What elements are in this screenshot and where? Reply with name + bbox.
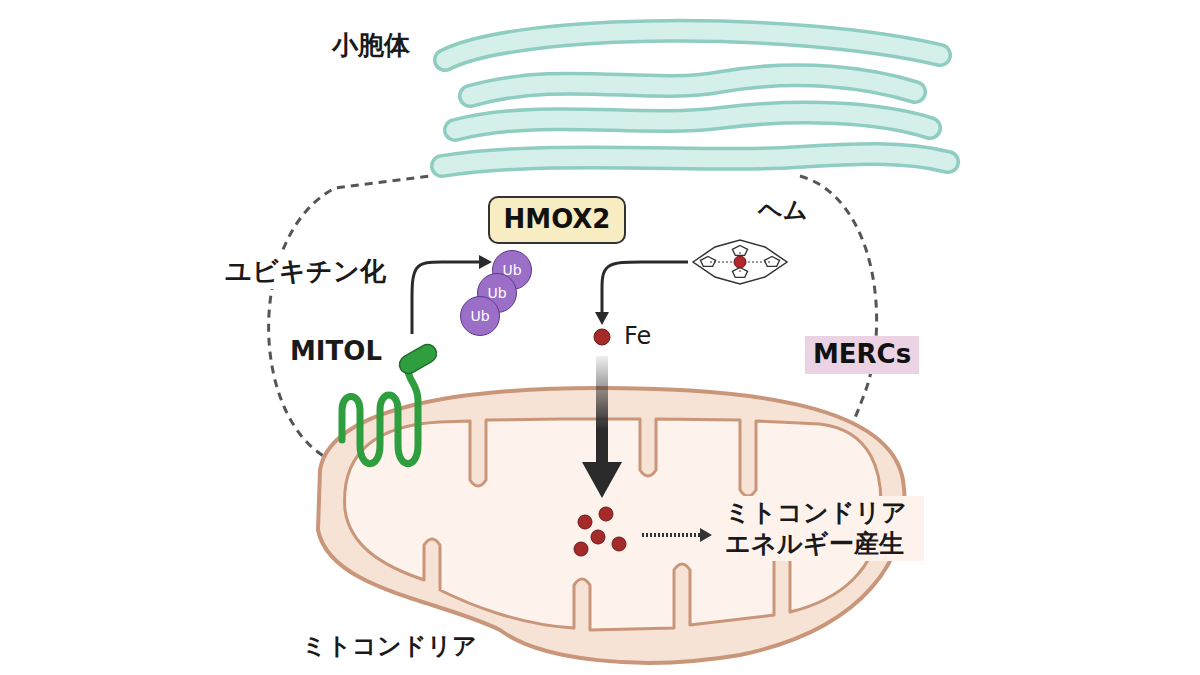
protein-box: HMOX2 [488,196,627,243]
dotted-arrow-head [700,528,712,542]
node-text: Ub [487,285,506,302]
node-text: MERCs [813,339,911,370]
er-cisterna-lumen [442,154,948,166]
mitol-protein: MITOL [270,334,455,474]
er-cisterna-lumen [470,75,915,96]
iron-dot [594,329,610,345]
process-label: ユビキチン化 [222,254,389,289]
er-cisterna [445,31,940,60]
node-text: ヘム [758,196,808,225]
heme-molecule: ヘム [688,196,800,288]
er-cisterna [455,113,930,130]
connector-arrow [596,356,608,462]
outcome-label: ミトコンドリア エネルギー産生 [722,496,924,561]
connector-arrow [602,262,688,312]
node-text: HMOX2 [504,204,611,235]
node-text: Ub [470,308,489,325]
er-cisterna [442,154,948,166]
dotted-arrow [642,533,700,537]
node-text: Fe [624,322,651,351]
iron-dot [612,537,626,551]
ubiquitin-circle: Ub [460,296,500,336]
iron-dot [574,542,588,556]
region-tag: MERCs [805,336,919,373]
er-cisterna [470,75,915,96]
node-text: ミトコンドリア [302,632,477,661]
mitol-domain [396,341,440,377]
iron-ion: Fe [590,322,660,352]
er-cisterna-lumen [455,113,930,130]
endoplasmic-reticulum: 小胞体 [320,12,960,194]
node-text: 小胞体 [332,30,410,61]
node-text: Ub [502,262,521,279]
node-shape [320,12,960,194]
er-cisterna-lumen [445,31,940,60]
iron-dot [599,507,613,521]
node-text: MITOL [290,336,382,367]
pyrrole-ring [764,257,779,267]
porphyrin-ring [693,240,787,284]
iron-dot [578,515,592,529]
pyrrole-ring [700,257,715,267]
pyrrole-ring [732,268,747,278]
iron-dot [591,530,605,544]
heme-iron [734,256,746,268]
